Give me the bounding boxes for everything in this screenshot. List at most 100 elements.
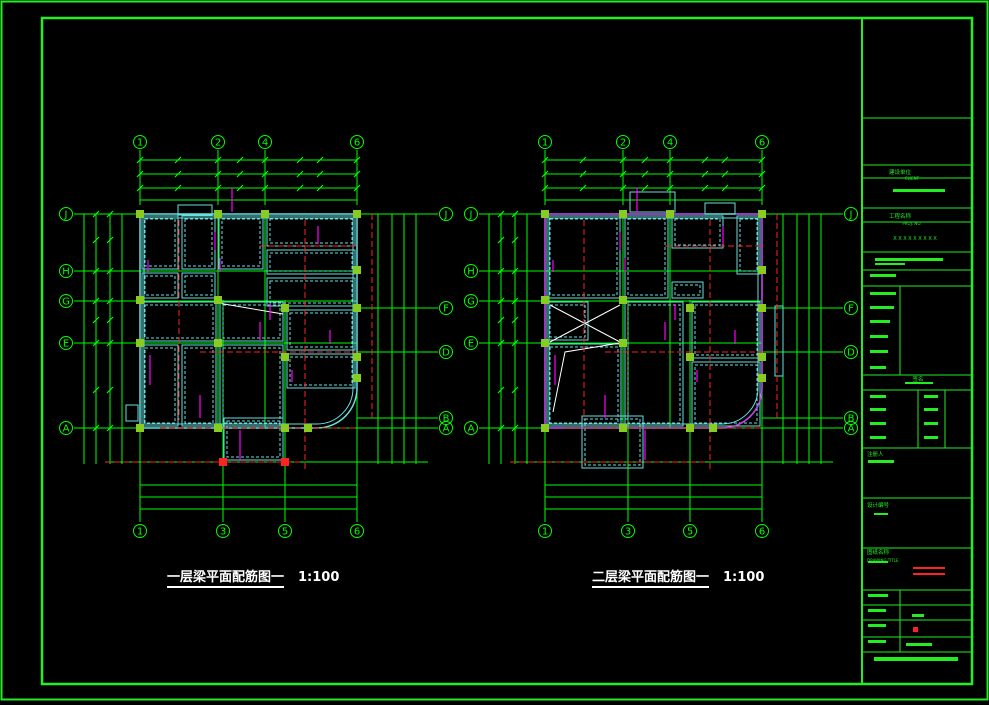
axis-bottom-3-label: 3 bbox=[625, 527, 631, 538]
stair-cross bbox=[549, 304, 621, 413]
caption-plan-1: 一层梁平面配筋图一 1:100 bbox=[167, 566, 339, 588]
tb-project-label-en: PROJ. NO. bbox=[902, 221, 921, 226]
axis-top-1-label: 1 bbox=[542, 138, 548, 149]
axis-left-E-bubble bbox=[464, 336, 478, 350]
axis-left-G-label: G bbox=[467, 297, 475, 308]
dimension-lines bbox=[74, 150, 438, 522]
axis-top-6-bubble bbox=[350, 135, 364, 149]
axis-top-1-bubble bbox=[538, 135, 552, 149]
tb-seal-label: 注册人 bbox=[867, 450, 884, 458]
axis-right-B-bubble bbox=[439, 411, 453, 425]
axis-bottom-1-label: 1 bbox=[137, 527, 143, 538]
axis-bottom-5-bubble bbox=[683, 524, 697, 538]
plan-2-scale: 1:100 bbox=[723, 570, 765, 585]
axis-left-J-bubble bbox=[464, 207, 478, 221]
axis-right-D-label: D bbox=[847, 348, 855, 359]
axis-top-4-bubble bbox=[258, 135, 272, 149]
axis-left-E-bubble bbox=[59, 336, 73, 350]
axis-left-H-label: H bbox=[62, 267, 70, 278]
columns bbox=[541, 210, 766, 432]
axis-right-B-label: B bbox=[443, 414, 450, 425]
axis-bottom-6-bubble bbox=[350, 524, 364, 538]
axis-right-B-label: B bbox=[848, 414, 855, 425]
inner-drawing-frame bbox=[40, 16, 974, 686]
beam-lines bbox=[544, 191, 784, 469]
axis-right-B-bubble bbox=[844, 411, 858, 425]
axis-top-1-label: 1 bbox=[137, 138, 143, 149]
axis-top-2-bubble bbox=[616, 135, 630, 149]
axis-right-J-label: J bbox=[444, 210, 448, 221]
axis-left-E-label: E bbox=[468, 339, 474, 350]
axis-top-6-label: 6 bbox=[759, 138, 765, 149]
axis-bottom-6-label: 6 bbox=[759, 527, 765, 538]
axis-right-J-bubble bbox=[439, 207, 453, 221]
axis-right-A-bubble bbox=[844, 421, 858, 435]
axis-right-A-label: A bbox=[848, 424, 855, 435]
title-block bbox=[862, 117, 972, 661]
axis-top-4-label: 4 bbox=[667, 138, 673, 149]
axis-left-H-label: H bbox=[467, 267, 475, 278]
axis-left-A-bubble bbox=[464, 421, 478, 435]
axis-top-2-bubble bbox=[211, 135, 225, 149]
axis-top-2-label: 2 bbox=[620, 138, 626, 149]
axis-grid-lines bbox=[544, 213, 763, 470]
plan-1-scale: 1:100 bbox=[298, 570, 340, 585]
axis-bottom-1-label: 1 bbox=[542, 527, 548, 538]
axis-right-D-bubble bbox=[439, 345, 453, 359]
axis-right-F-label: F bbox=[443, 304, 449, 315]
rebar-marks bbox=[552, 188, 736, 460]
axis-left-J-label: J bbox=[469, 210, 473, 221]
tb-sign-label: 签名 bbox=[912, 375, 923, 383]
axis-right-F-label: F bbox=[848, 304, 854, 315]
tb-project-value: X X X X X X X X X bbox=[893, 236, 937, 242]
caption-plan-2: 二层梁平面配筋图一 1:100 bbox=[592, 566, 764, 588]
beam-lines bbox=[125, 204, 358, 461]
axis-right-A-label: A bbox=[443, 424, 450, 435]
axis-left-A-label: A bbox=[63, 424, 70, 435]
axis-top-4-label: 4 bbox=[262, 138, 268, 149]
axis-left-G-bubble bbox=[464, 294, 478, 308]
axis-right-D-label: D bbox=[442, 348, 450, 359]
tb-drawing-title-label-en: DRAWING TITLE bbox=[867, 558, 899, 563]
axis-bottom-6-bubble bbox=[755, 524, 769, 538]
axis-right-F-bubble bbox=[844, 301, 858, 315]
plan-2-title: 二层梁平面配筋图一 bbox=[592, 566, 710, 588]
title-block-text: 建设单位 工程名称 X X X X X X X X X 签名 注册人 设计编号 … bbox=[867, 168, 937, 563]
dimension-lines bbox=[479, 150, 843, 522]
axis-bottom-3-label: 3 bbox=[220, 527, 226, 538]
axis-bottom-5-label: 5 bbox=[687, 527, 693, 538]
axis-bottom-3-bubble bbox=[621, 524, 635, 538]
tb-client-label: 建设单位 bbox=[889, 168, 912, 176]
axis-left-G-bubble bbox=[59, 294, 73, 308]
axis-top-1-bubble bbox=[133, 135, 147, 149]
axis-right-A-bubble bbox=[439, 421, 453, 435]
axis-left-G-label: G bbox=[62, 297, 70, 308]
axis-right-D-bubble bbox=[844, 345, 858, 359]
axis-bottom-6-label: 6 bbox=[354, 527, 360, 538]
axis-top-2-label: 2 bbox=[215, 138, 221, 149]
columns bbox=[136, 210, 361, 466]
axis-right-J-label: J bbox=[849, 210, 853, 221]
dimension-ticks bbox=[92, 156, 361, 432]
axis-left-J-label: J bbox=[64, 210, 68, 221]
axis-left-H-bubble bbox=[59, 264, 73, 278]
axis-left-E-label: E bbox=[63, 339, 69, 350]
axis-bottom-1-bubble bbox=[538, 524, 552, 538]
axis-bottom-5-label: 5 bbox=[282, 527, 288, 538]
plan-1-title: 一层梁平面配筋图一 bbox=[167, 566, 285, 588]
axis-top-4-bubble bbox=[663, 135, 677, 149]
axis-left-H-bubble bbox=[464, 264, 478, 278]
axis-left-J-bubble bbox=[59, 207, 73, 221]
axis-left-A-label: A bbox=[468, 424, 475, 435]
rebar-marks bbox=[147, 188, 331, 460]
axis-right-F-bubble bbox=[439, 301, 453, 315]
axis-top-6-label: 6 bbox=[354, 138, 360, 149]
tb-client-label-en: CLIENT bbox=[905, 176, 920, 181]
tb-drawing-title-label: 图纸名称 bbox=[867, 548, 890, 556]
axis-top-6-bubble bbox=[755, 135, 769, 149]
